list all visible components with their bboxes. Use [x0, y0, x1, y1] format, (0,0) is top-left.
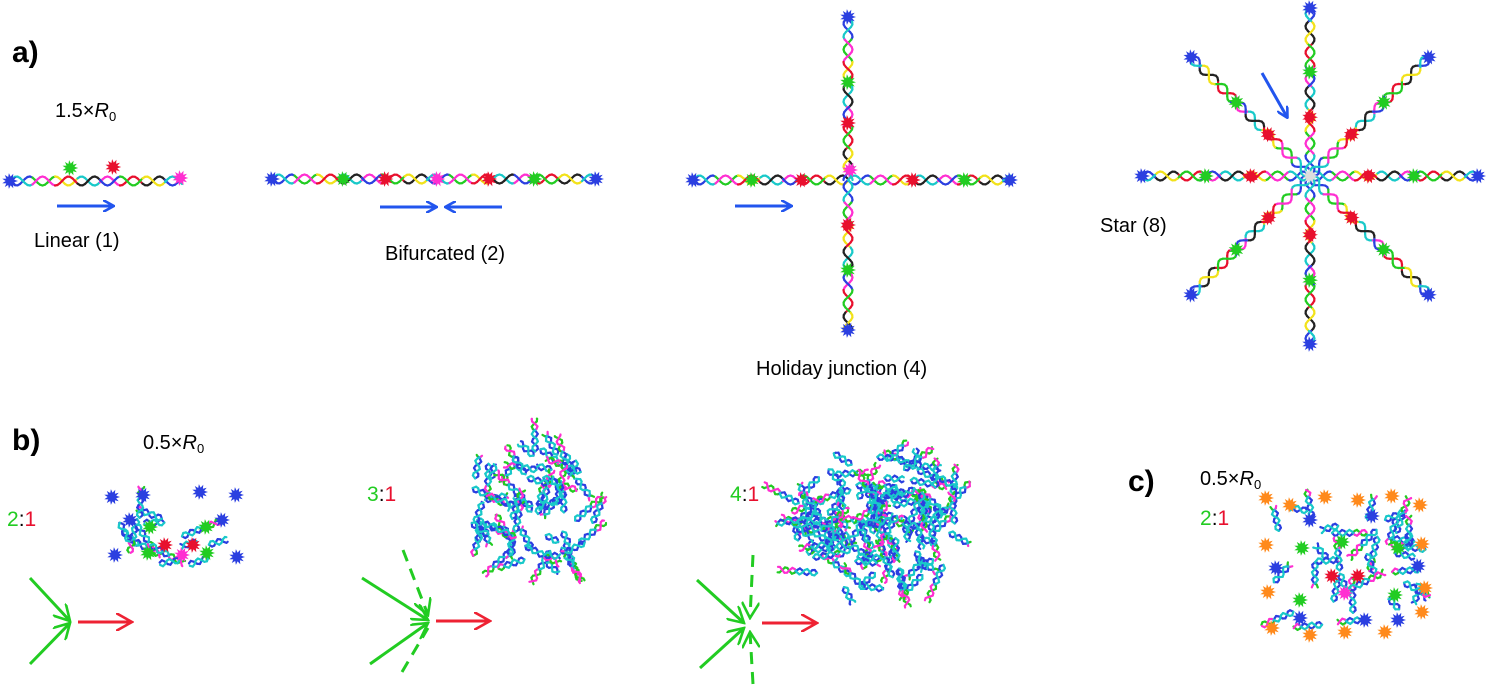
ratio-label-2to1: 2:1 — [7, 508, 37, 531]
caption-linear: Linear (1) — [34, 230, 120, 252]
caption-holiday-junction: Holiday junction (4) — [756, 358, 928, 380]
distance-label-b: 0.5×R0 — [143, 432, 205, 456]
flow-schematic-4to1 — [695, 554, 817, 685]
panel-label-c: c) — [1128, 465, 1155, 498]
antenna-4to1-construct — [761, 439, 972, 609]
flow-schematic-2to1 — [28, 576, 132, 666]
ratio-label-3to1: 3:1 — [367, 483, 397, 506]
panel-label-a: a) — [12, 36, 39, 69]
star-construct — [1134, 0, 1486, 352]
caption-star: Star (8) — [1100, 215, 1167, 237]
star-arrow — [1260, 72, 1287, 117]
antenna-3to1-construct — [470, 417, 608, 586]
holiday-junction-construct — [685, 9, 1018, 338]
antenna-2to1-construct — [104, 484, 245, 568]
caption-bifurcated: Bifurcated (2) — [385, 243, 506, 265]
ratio-label-4to1: 4:1 — [730, 483, 760, 506]
antenna-c-construct — [1258, 488, 1433, 643]
bifurcated-construct — [264, 171, 604, 187]
distance-label-a: 1.5×R0 — [55, 100, 117, 124]
panel-label-b: b) — [12, 424, 41, 457]
ratio-label-c: 2:1 — [1200, 507, 1230, 530]
flow-schematic-3to1 — [361, 549, 490, 673]
distance-label-c: 0.5×R0 — [1200, 468, 1262, 492]
linear-construct — [2, 159, 189, 189]
